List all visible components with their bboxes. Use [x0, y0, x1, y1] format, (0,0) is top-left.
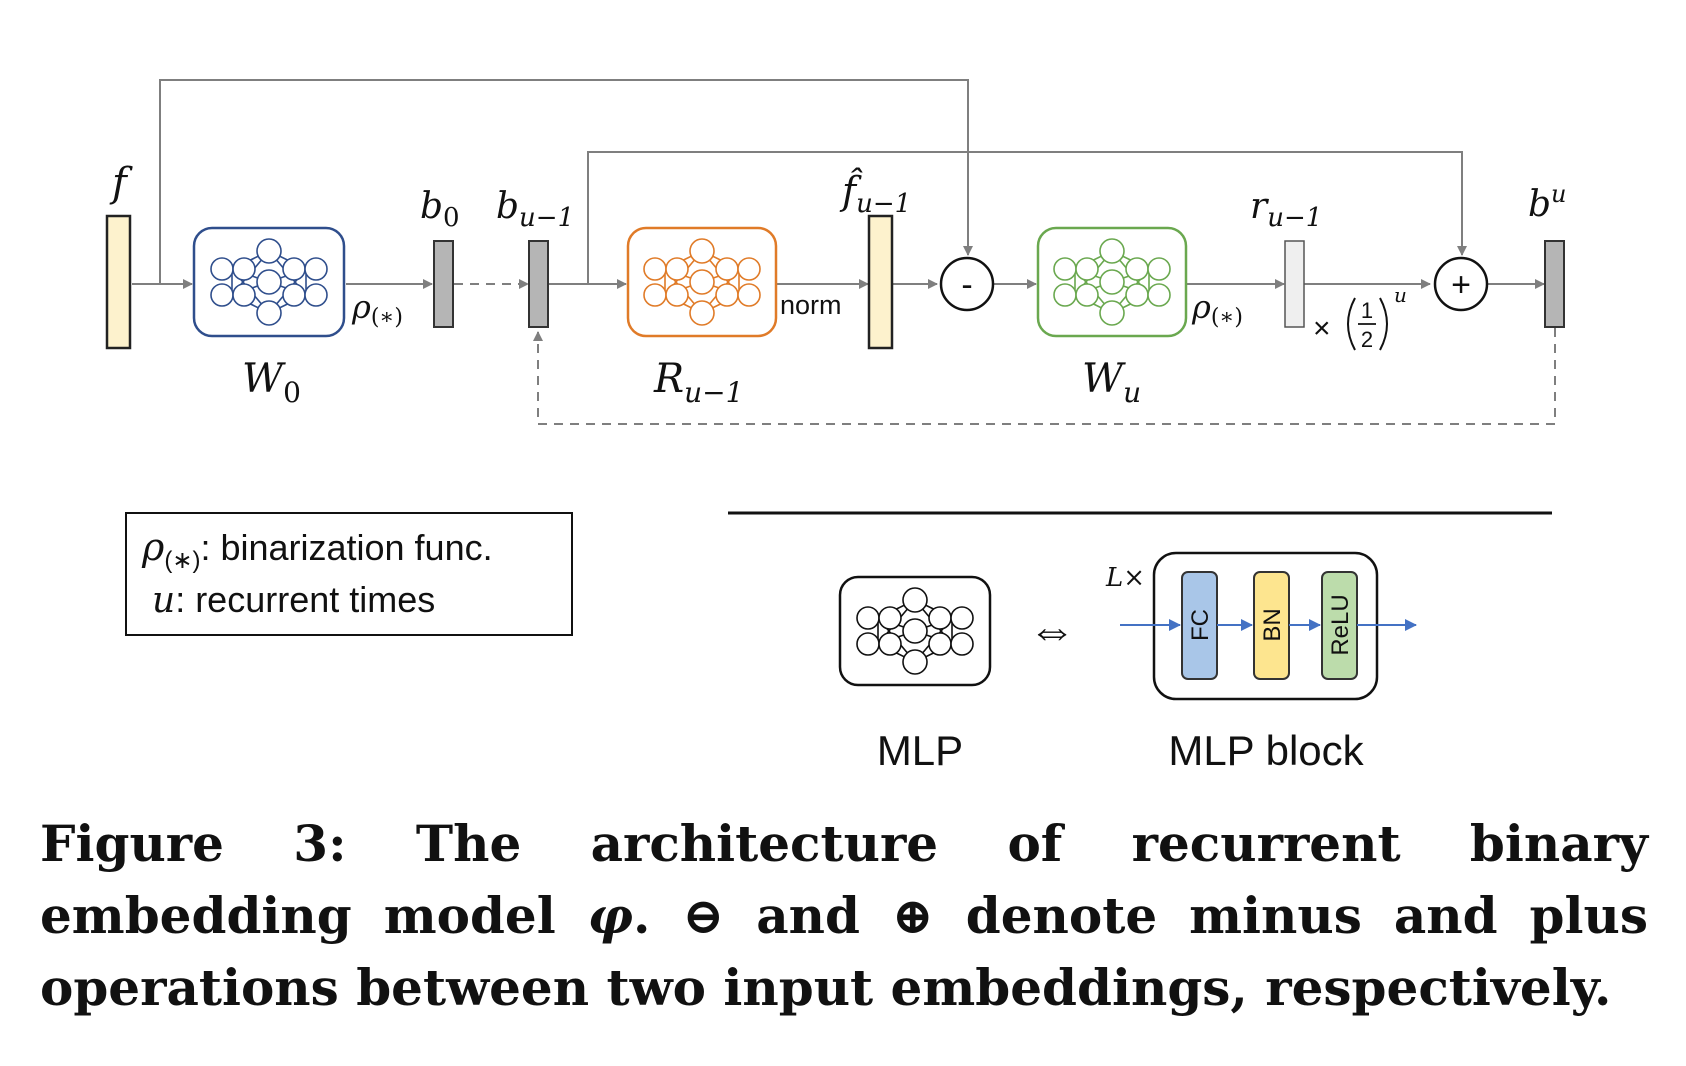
scale-paren-right [1379, 297, 1388, 351]
minus-operator [939, 256, 995, 312]
plus-sign: + [1451, 266, 1471, 304]
edge-bu1-skip-plus [587, 151, 1467, 284]
bu1-label: bu−1 [496, 186, 574, 233]
w0-network [192, 226, 346, 338]
r-network [626, 226, 778, 338]
mlp-label: MLP [877, 727, 963, 774]
bu1-vector [528, 240, 549, 328]
repeat-label: L× [1105, 563, 1145, 593]
fc-layer-label: FC [1187, 609, 1214, 641]
wu-name: Wu [1082, 356, 1141, 409]
legend-u-line: u: recurrent times [152, 579, 435, 621]
caption-rest: . ⊖ and ⊕ denote minus and plus operatio… [40, 886, 1649, 1017]
rho-label-1: ρ(∗) [351, 288, 403, 330]
equiv-arrow: ⇔ [1028, 604, 1076, 657]
scale-times: × [1313, 312, 1331, 345]
w0-name: W0 [242, 356, 301, 409]
legend-rho-line: ρ(∗): binarization func. [141, 525, 493, 574]
bn-layer-label: BN [1259, 608, 1286, 641]
scale-denominator: 2 [1361, 327, 1373, 352]
norm-label: norm [780, 290, 842, 320]
caption-lead: Figure 3: The architecture of recurrent … [40, 814, 1648, 945]
legend-box [125, 512, 573, 636]
notation-legend: ρ(∗): binarization func. u: recurrent ti… [125, 512, 573, 636]
scale-factor: × 1 2 u [1313, 283, 1407, 352]
edge-f-skip-minus [159, 79, 973, 284]
rho-label-2: ρ(∗) [1191, 288, 1243, 330]
connections [132, 79, 1556, 425]
mlp-equivalence: MLP ⇔ L× FC BN ReLU MLP block [838, 551, 1417, 774]
f-vector [105, 214, 132, 350]
plus-operator [1433, 256, 1489, 312]
wu-network [1036, 226, 1188, 338]
architecture-diagram: - + f b0 bu−1 f̂u−1 ru−1 bu ρ(∗) ρ(∗) no… [105, 79, 1567, 774]
b0-vector [433, 240, 454, 328]
scale-paren-left [1347, 297, 1356, 351]
r-vector [1284, 240, 1305, 328]
bu-label: bu [1528, 180, 1567, 225]
f-label: f [109, 160, 133, 206]
relu-layer-label: ReLU [1327, 594, 1354, 655]
scale-exponent: u [1394, 283, 1407, 307]
caption-phi: φ [587, 886, 633, 945]
scale-numerator: 1 [1361, 298, 1373, 323]
figure-caption: Figure 3: The architecture of recurrent … [40, 808, 1648, 1024]
b0-label: b0 [420, 186, 460, 233]
mlp-block-label: MLP block [1168, 727, 1364, 774]
r-label: ru−1 [1250, 186, 1322, 233]
fhat-vector [867, 214, 894, 350]
bu-vector [1544, 240, 1565, 328]
fhat-label: f̂u−1 [839, 168, 911, 219]
r-name: Ru−1 [653, 356, 743, 409]
edge-feedback-dashed [533, 328, 1556, 425]
minus-sign: - [961, 266, 972, 304]
